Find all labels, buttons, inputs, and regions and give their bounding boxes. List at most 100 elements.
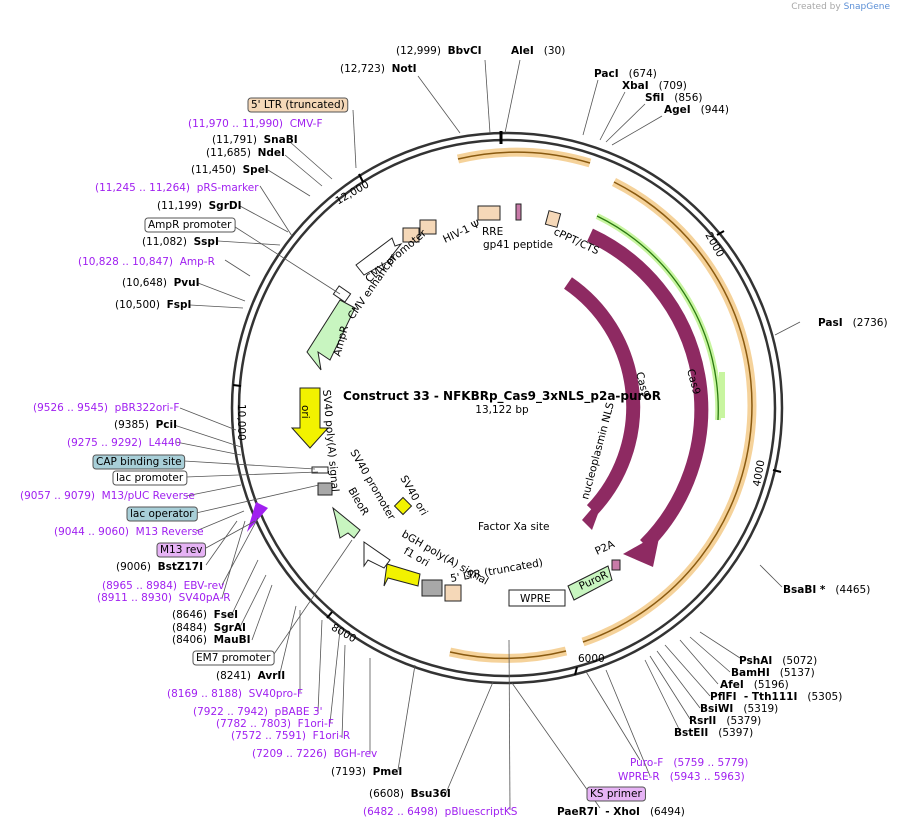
map-label-maubi: (8406) MauBI — [172, 634, 251, 646]
rre-box — [477, 205, 501, 221]
sv40-ori-box — [393, 496, 413, 516]
ruler-tick — [574, 666, 578, 676]
label-hiv: HIV-1 Ψ — [441, 218, 482, 246]
ruler-6000: 6000 — [578, 653, 605, 665]
ruler-tick — [772, 469, 782, 473]
map-label-f1orif: (7782 .. 7803) F1ori-F — [216, 718, 334, 730]
map-label-prs: (11,245 .. 11,264) pRS-marker — [95, 182, 259, 194]
cmv-promoter-arrow — [355, 237, 403, 276]
feature-arc-green-core — [596, 215, 719, 421]
construct-length: 13,122 bp — [475, 404, 529, 416]
map-label-pcii: (9385) PciI — [114, 419, 177, 431]
ruler-tick — [232, 384, 242, 387]
map-label-lacprom: lac promoter — [116, 472, 184, 484]
map-label-fspi: (10,500) FspI — [115, 299, 191, 311]
ltr3-box — [444, 584, 462, 602]
map-label-rsrii: RsrII (5379) — [689, 715, 761, 727]
leader-lines — [173, 59, 801, 811]
map-label-sgrdi: (11,199) SgrDI — [157, 200, 242, 212]
map-label-pbabe: (7922 .. 7942) pBABE 3' — [193, 706, 322, 718]
map-label-snabi: (11,791) SnaBI — [212, 134, 298, 146]
p2a-box — [611, 559, 621, 571]
map-label-em7: EM7 promoter — [196, 652, 271, 664]
map-label-pbks: (6482 .. 6498) pBluescriptKS — [363, 806, 518, 818]
map-label-pshai: PshAI (5072) — [739, 655, 817, 667]
map-label-box-em7 — [192, 650, 275, 666]
map-label-ebv: (8965 .. 8984) EBV-rev — [102, 580, 224, 592]
map-label-purof: Puro-F (5759 .. 5779) — [630, 757, 748, 769]
map-label-ampprom: AmpR promoter — [148, 219, 232, 231]
gp41-box — [515, 203, 522, 221]
map-label-cmvf: (11,970 .. 11,990) CMV-F — [188, 118, 323, 130]
map-label-wprer: WPRE-R (5943 .. 5963) — [618, 771, 745, 783]
feature-arc-orange-core — [449, 650, 567, 660]
sv40-box — [317, 482, 333, 496]
map-label-bamhi: BamHI (5137) — [731, 667, 815, 679]
map-label-afei: AfeI (5196) — [720, 679, 789, 691]
ruler-10000: 10,000 — [235, 404, 247, 441]
backbone-outer — [230, 131, 784, 685]
map-label-bghrev: (7209 .. 7226) BGH-rev — [252, 748, 377, 760]
hiv-box-2 — [419, 219, 437, 235]
label-ori: ori — [299, 405, 311, 419]
map-label-box-cap — [92, 454, 186, 470]
map-label-bstz: (9006) BstZ17I — [116, 561, 203, 573]
map-label-sgrai: (8484) SgrAI — [172, 622, 246, 634]
map-label-box-lacop — [126, 506, 198, 522]
map-label-pvui: (10,648) PvuI — [122, 277, 200, 289]
map-label-box-ltr5 — [247, 97, 349, 113]
map-label-box-ampprom — [144, 217, 236, 233]
map-label-m13rev: (9044 .. 9060) M13 Reverse — [54, 526, 204, 538]
map-label-bsabi: BsaBI * (4465) — [783, 584, 870, 596]
feature-arc-orange-core — [457, 151, 591, 164]
ampr-arrow — [306, 299, 356, 371]
bgh-box — [421, 579, 443, 597]
ruler-8000: 8000 — [329, 622, 358, 646]
map-label-pasi: PasI (2736) — [818, 317, 888, 329]
primer-arrow — [247, 502, 268, 532]
map-label-paer: PaeR7I - XhoI (6494) — [557, 806, 685, 818]
label-wpre: WPRE — [520, 593, 551, 605]
map-label-box-m13revbox — [156, 542, 207, 558]
map-label-alei: AleI (30) — [511, 45, 565, 57]
map-label-sv40pro: (8169 .. 8188) SV40pro-F — [167, 688, 303, 700]
map-label-sspi: (11,082) SspI — [142, 236, 219, 248]
map-label-box-lacprom — [112, 470, 188, 486]
cppt-box — [544, 210, 562, 228]
hiv-box-1 — [402, 227, 420, 243]
puror-arrow — [567, 565, 613, 601]
map-label-l4440: (9275 .. 9292) L4440 — [67, 437, 181, 449]
snapgene-credit: Created by SnapGene — [791, 2, 890, 12]
construct-title: Construct 33 - NFKBRp_Cas9_3xNLS_p2a-pur… — [343, 389, 661, 404]
map-label-avrii: (8241) AvrII — [216, 670, 285, 682]
map-label-bsu36i: (6608) Bsu36I — [369, 788, 451, 800]
backbone-inner — [237, 138, 777, 678]
map-label-lacop: lac operator — [130, 508, 194, 520]
map-label-bsteii: BstEII (5397) — [674, 727, 753, 739]
map-label-pmei: (7193) PmeI — [331, 766, 402, 778]
map-label-ksbox: KS primer — [590, 788, 642, 800]
map-label-box-ksbox — [586, 786, 646, 802]
map-label-noti: (12,723) NotI — [340, 63, 417, 75]
ruler-tick — [358, 173, 364, 183]
map-label-fsei: (8646) FseI — [172, 609, 238, 621]
feature-arc-orange-core — [582, 181, 753, 643]
map-label-pflfi: PflFI - Tth111I (5305) — [710, 691, 842, 703]
map-label-cap: CAP binding site — [96, 456, 182, 468]
map-label-xbai: XbaI (709) — [622, 80, 687, 92]
map-label-sfii: SfiI (856) — [645, 92, 703, 104]
ori-arrow — [290, 387, 330, 449]
ruler-tick — [326, 611, 333, 619]
map-label-agei: AgeI (944) — [664, 104, 729, 116]
sv40-polya-box — [311, 466, 329, 474]
map-label-spei: (11,450) SpeI — [191, 164, 269, 176]
cas9-arrowhead — [623, 533, 660, 567]
label-rre: RRE — [482, 226, 503, 238]
ruler-4000: 4000 — [751, 459, 767, 487]
map-label-m13revbox: M13 rev — [160, 544, 203, 556]
map-label-m13puc: (9057 .. 9079) M13/pUC Reverse — [20, 490, 195, 502]
ruler-12000: 12,000 — [334, 179, 372, 208]
cas9-arc-inner — [564, 277, 641, 515]
